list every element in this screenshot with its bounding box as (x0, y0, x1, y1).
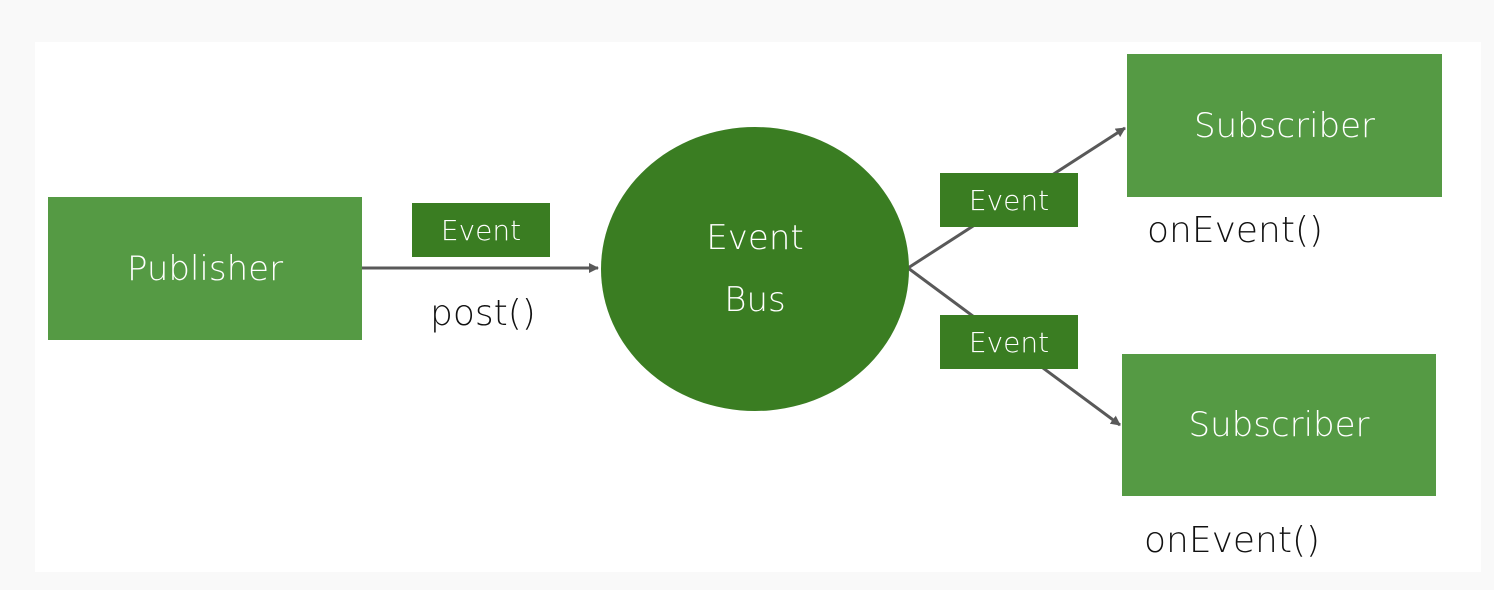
subscriber-1-callback: onEvent() (1147, 210, 1324, 251)
subscriber-label: Subscriber (1188, 405, 1370, 445)
event-bus-label-line2: Bus (724, 280, 786, 320)
subscriber-label: Subscriber (1193, 105, 1376, 146)
event-tag-subscriber-2: Event (940, 315, 1078, 369)
post-call-label: post() (430, 293, 536, 334)
publisher-label: Publisher (126, 248, 284, 289)
event-tag-label: Event (440, 213, 522, 247)
subscriber-node-2: Subscriber (1122, 354, 1436, 496)
subscriber-node-1: Subscriber (1127, 54, 1442, 197)
event-bus-label-line1: Event (706, 218, 804, 258)
event-tag-publish: Event (412, 203, 550, 257)
event-bus-node: Event Bus (601, 127, 909, 411)
event-tag-label: Event (968, 183, 1050, 217)
event-tag-subscriber-1: Event (940, 173, 1078, 227)
publisher-node: Publisher (48, 197, 362, 340)
subscriber-2-callback: onEvent() (1144, 520, 1321, 561)
event-tag-label: Event (968, 325, 1050, 359)
